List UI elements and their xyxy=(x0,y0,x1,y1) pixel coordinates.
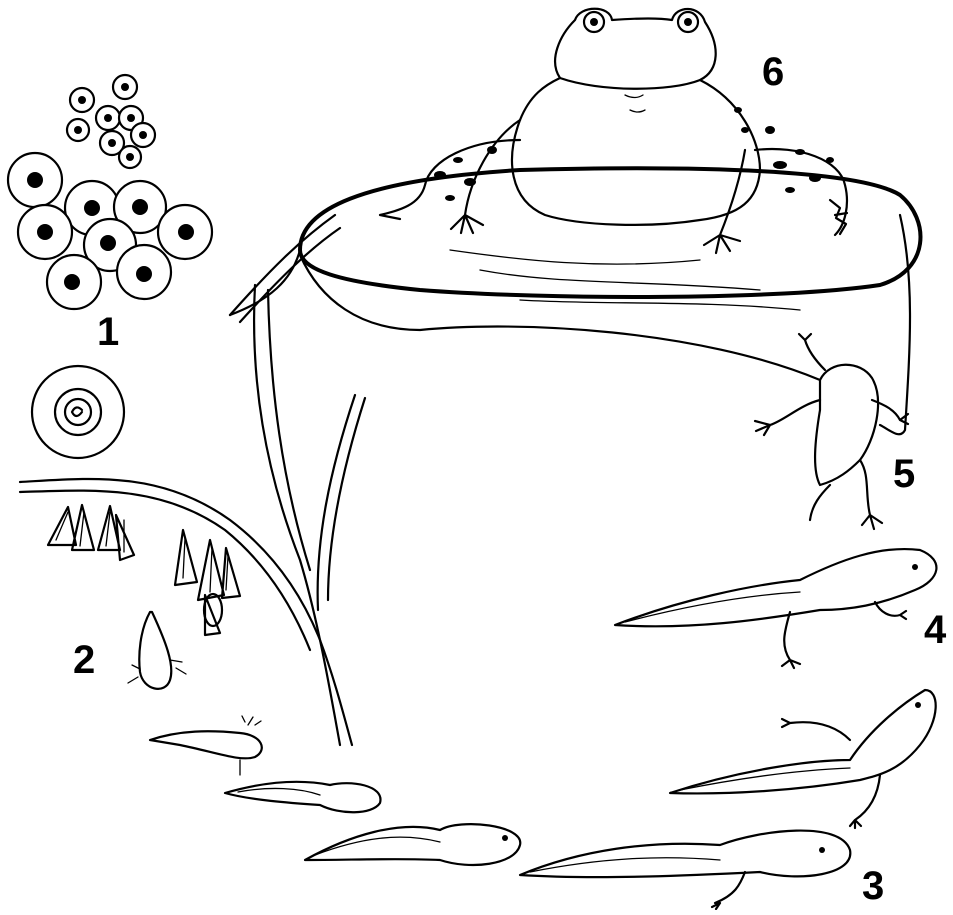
stage-label-2: 2 xyxy=(73,640,95,680)
lily-pad-icon xyxy=(230,168,920,434)
stage-label-3: 3 xyxy=(862,866,884,906)
stage-label-5: 5 xyxy=(893,454,915,494)
tadpole-icon xyxy=(305,824,520,865)
adult-frog-icon xyxy=(380,9,847,253)
tadpole-front-legs-icon xyxy=(670,690,936,828)
stage-label-4: 4 xyxy=(924,610,946,650)
tadpole-with-legs-icon xyxy=(615,549,936,668)
young-tadpole-1-icon xyxy=(150,716,262,775)
froglet-icon xyxy=(755,334,908,529)
stage-label-6: 6 xyxy=(762,52,784,92)
frog-eggs-icon xyxy=(8,75,212,309)
hatchling-icon xyxy=(128,612,186,689)
stage-label-1: 1 xyxy=(97,312,119,352)
tadpole-hind-legs-icon xyxy=(520,831,850,909)
embryo-egg-icon xyxy=(32,366,124,458)
young-tadpole-2-icon xyxy=(225,782,380,812)
